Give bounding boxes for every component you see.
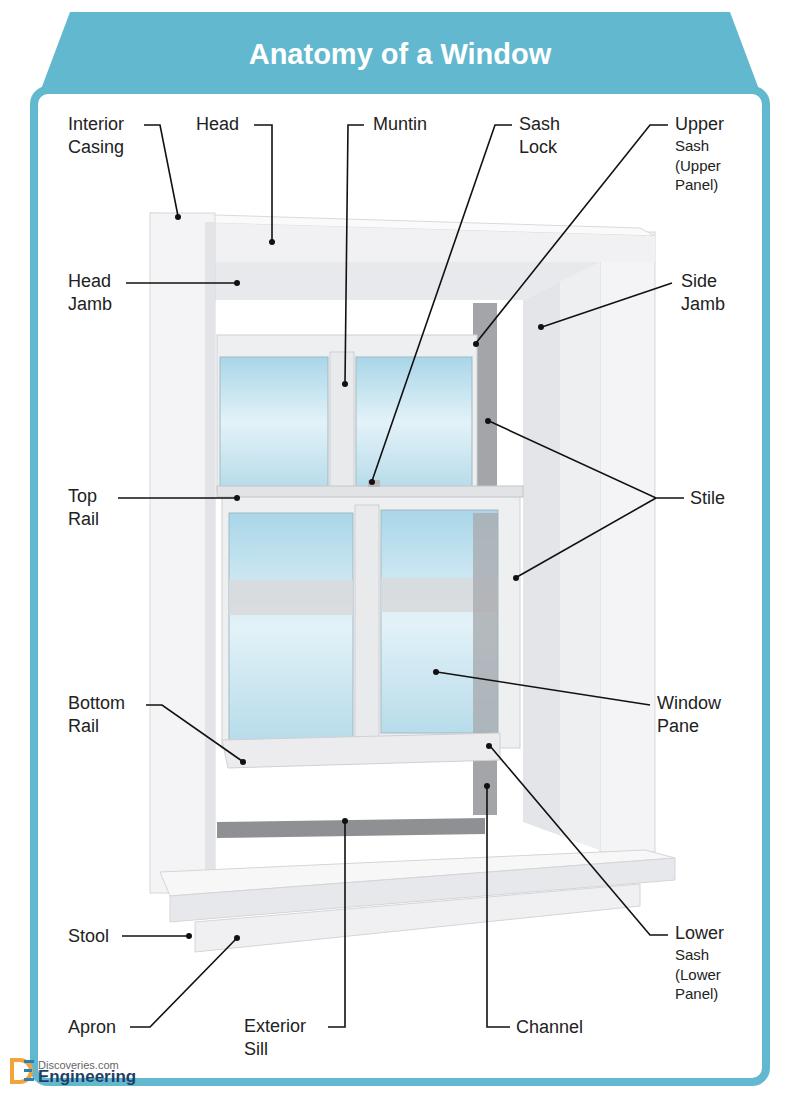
leader-lines: [118, 125, 684, 1027]
exterior-sill: [217, 818, 485, 838]
part-label: Stile: [690, 487, 725, 510]
window-pane: [220, 357, 328, 487]
casing-edge: [205, 222, 215, 893]
window-pane: [381, 510, 498, 733]
apron: [195, 884, 640, 952]
part-label: Exterior Sill: [244, 1015, 324, 1062]
title: Anatomy of a Window: [60, 38, 740, 71]
upper-sash: [217, 335, 477, 492]
part-label: Side Jamb: [681, 270, 741, 317]
left-casing: [150, 213, 215, 893]
lower-sash: [222, 490, 520, 748]
side-jamb-face: [560, 262, 600, 850]
muntin: [330, 352, 354, 490]
head: [175, 222, 655, 262]
watermark: Engineering: [38, 1066, 136, 1088]
part-label: Head Jamb: [68, 270, 133, 317]
side-jamb: [523, 262, 600, 850]
channel-lower: [473, 760, 497, 815]
title-banner: [40, 12, 760, 92]
bottom-rail: [222, 733, 500, 768]
window-pane: [356, 357, 472, 487]
frame: [34, 90, 766, 1082]
logo-mark: [10, 1058, 34, 1084]
part-label: Head: [196, 113, 239, 136]
part-label: Apron: [68, 1016, 116, 1039]
window-pane: [229, 513, 353, 740]
part-label: Lower: [675, 922, 724, 945]
part-label: Top Rail: [68, 485, 128, 532]
part-label: Upper: [675, 113, 724, 136]
right-casing: [600, 232, 655, 852]
upper-rail-shadow: [229, 580, 353, 615]
part-label: Sash Lock: [519, 113, 579, 160]
part-label: Sash (Lower Panel): [675, 945, 733, 1004]
part-label: Sash (Upper Panel): [675, 136, 733, 195]
opening: [215, 300, 523, 825]
muntin: [355, 505, 379, 743]
inner-shadow: [473, 513, 498, 733]
head-jamb: [215, 262, 600, 300]
top-rail: [217, 486, 523, 497]
part-label: Bottom Rail: [68, 692, 150, 739]
part-label: Muntin: [373, 113, 427, 136]
sash-lock: [368, 480, 380, 487]
leader-dots: [175, 214, 544, 941]
part-label: Window Pane: [657, 692, 739, 739]
part-label: Channel: [516, 1016, 583, 1039]
part-label: Interior Casing: [68, 113, 153, 160]
part-label: Stool: [68, 925, 109, 948]
